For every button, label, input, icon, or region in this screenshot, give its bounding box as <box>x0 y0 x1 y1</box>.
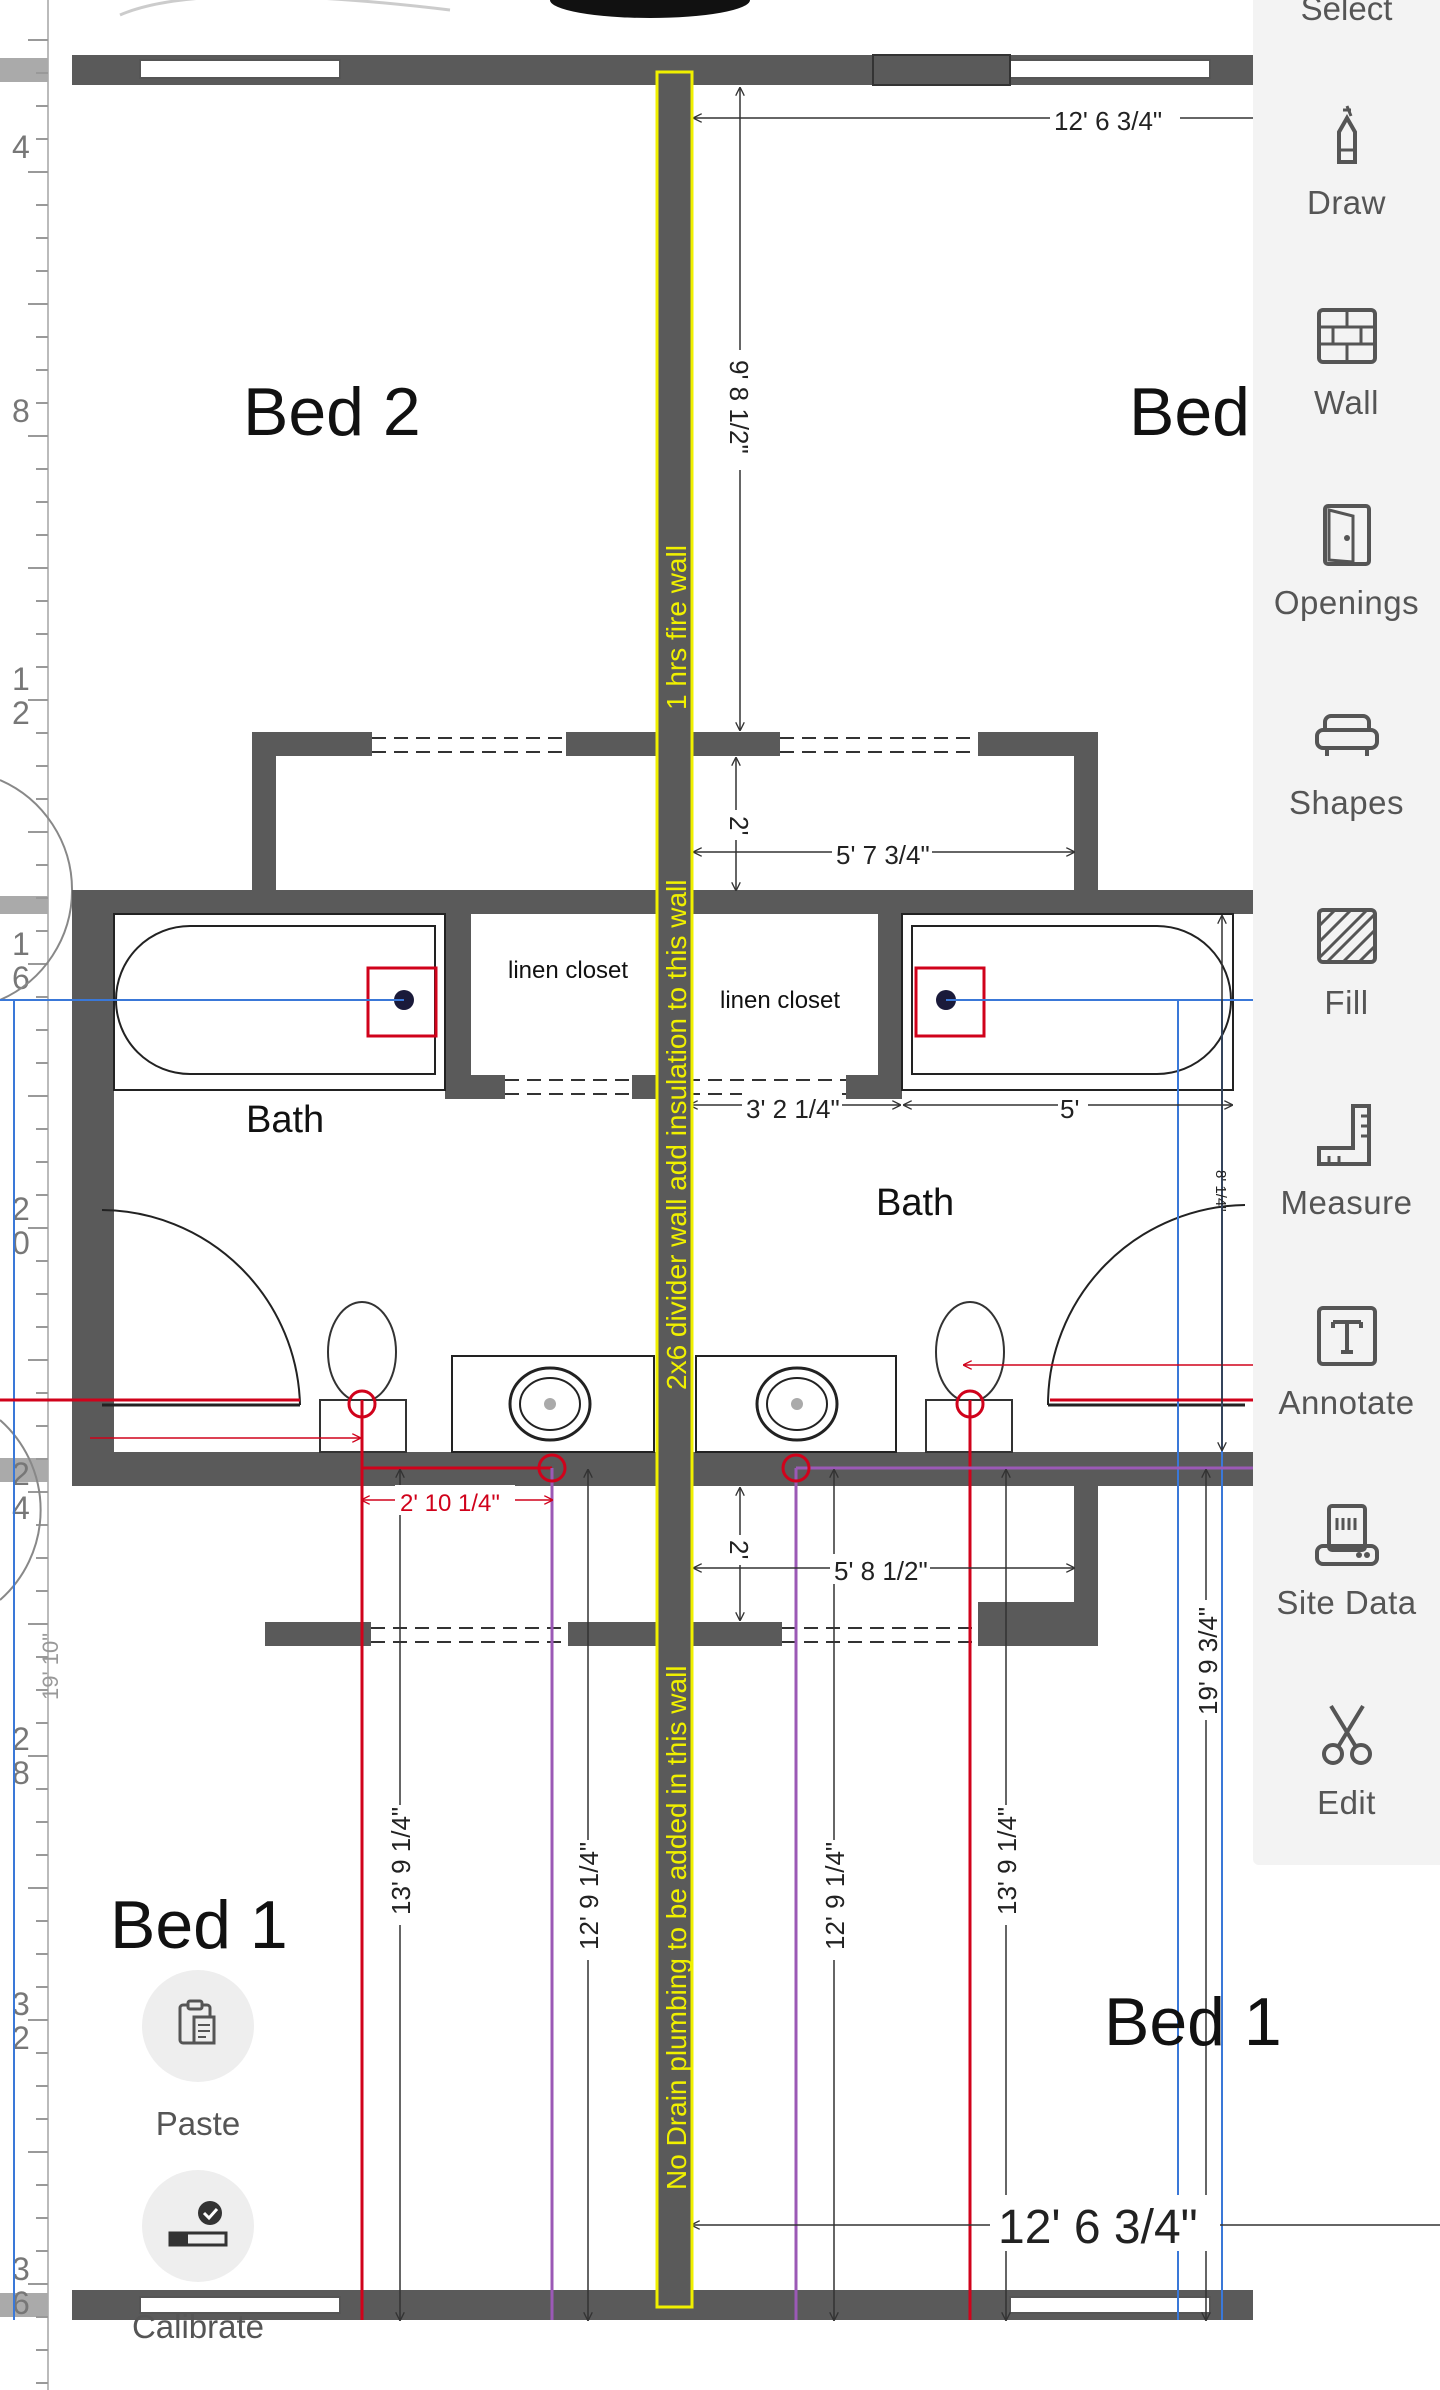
dim-v3: 12' 9 1/4" <box>820 1842 850 1950</box>
site-device-icon <box>1314 1504 1379 1566</box>
top-closet[interactable] <box>252 732 1098 896</box>
calibrate-label: Calibrate <box>131 2308 265 2345</box>
dim-toilet-offset: 2' 10 1/4" <box>400 1490 500 1517</box>
fire-wall-note: 1 hrs fire wall <box>661 545 692 710</box>
room-bed1-right: Bed 1 <box>1104 1984 1282 2060</box>
tool-annotate-label: Annotate <box>1278 1384 1415 1421</box>
door-swing-right[interactable] <box>1047 1204 1246 1406</box>
tool-palette: Select Draw Wall Openings Shapes Fill Me… <box>1253 0 1440 1865</box>
tool-measure[interactable]: Measure <box>1253 1080 1440 1260</box>
scissors-icon <box>1321 1704 1372 1765</box>
paste-label: Paste <box>155 2105 241 2142</box>
text-box-icon <box>1316 1306 1377 1366</box>
room-labels: Bed 2 Bed Bath Bath linen closet linen c… <box>110 374 1282 2060</box>
tool-shapes-label: Shapes <box>1289 784 1404 821</box>
tool-edit-label: Edit <box>1317 1784 1376 1821</box>
ruler-square-icon <box>1316 1104 1371 1166</box>
tool-fill[interactable]: Fill <box>1253 880 1440 1060</box>
room-bath-left: Bath <box>246 1099 324 1141</box>
dim-closet-width-bottom: 5' 8 1/2" <box>834 1556 928 1586</box>
brick-wall-icon <box>1316 308 1377 364</box>
ruler-label-4: 4 <box>12 129 30 165</box>
sofa-icon <box>1314 714 1379 756</box>
blue-guides <box>0 999 1253 2320</box>
tool-wall[interactable]: Wall <box>1253 280 1440 460</box>
tool-fill-label: Fill <box>1324 984 1369 1021</box>
pen-icon <box>1336 105 1357 164</box>
door-swing-left[interactable] <box>101 1209 301 1406</box>
plumbing-lines[interactable] <box>0 1365 1253 2320</box>
tool-site-data-label: Site Data <box>1276 1584 1417 1621</box>
calibrate-button[interactable] <box>142 2170 254 2282</box>
room-bed2: Bed 2 <box>243 374 421 450</box>
dim-bottom-width: 12' 6 3/4" <box>998 2201 1198 2254</box>
sink-left[interactable] <box>451 1355 655 1453</box>
room-linen-right: linen closet <box>720 987 840 1014</box>
exterior-wall-top[interactable] <box>72 54 1253 86</box>
dim-linen-width: 3' 2 1/4" <box>746 1094 840 1124</box>
clipboard-icon <box>176 1999 220 2054</box>
divider-wall[interactable]: 1 hrs fire wall 2x6 divider wall add ins… <box>655 70 694 2309</box>
tool-wall-label: Wall <box>1314 384 1379 421</box>
dimension-labels: 12' 6 3/4" 9' 8 1/2" 2' 5' 7 3/4" 3' 2 1… <box>385 100 1229 2254</box>
dim-closet-depth-bottom: 2' <box>724 1540 754 1559</box>
paste-button[interactable] <box>142 1970 254 2082</box>
room-bed1-left: Bed 1 <box>110 1887 288 1963</box>
tool-shapes[interactable]: Shapes <box>1253 680 1440 860</box>
tool-select[interactable]: Select <box>1300 0 1393 27</box>
room-bath-right: Bath <box>876 1182 954 1224</box>
tool-measure-label: Measure <box>1280 1184 1413 1221</box>
divider-wall-note: 2x6 divider wall add insulation to this … <box>661 880 692 1391</box>
dim-closet-depth-top: 2' <box>724 816 754 835</box>
dim-v4: 13' 9 1/4" <box>992 1807 1022 1915</box>
tool-draw-label: Draw <box>1306 184 1386 221</box>
dim-overall-depth: 19' 9 3/4" <box>1193 1607 1223 1715</box>
tool-draw[interactable]: Draw <box>1253 80 1440 260</box>
tool-edit[interactable]: Edit <box>1253 1680 1440 1860</box>
dim-v1: 13' 9 1/4" <box>386 1807 416 1915</box>
tool-site-data[interactable]: Site Data <box>1253 1480 1440 1660</box>
tool-openings[interactable]: Openings <box>1253 480 1440 660</box>
dim-bath-depth-small: 8' 1/4" <box>1212 1170 1229 1212</box>
ruler-label-8: 8 <box>12 393 30 429</box>
ruler-marker: 19' 10" <box>38 1633 63 1700</box>
hatch-fill-icon <box>1316 908 1377 964</box>
dim-tub-width: 5' <box>1060 1094 1079 1124</box>
tool-openings-label: Openings <box>1273 584 1420 621</box>
bathtub-right[interactable] <box>901 913 1234 1091</box>
room-linen-left: linen closet <box>508 957 628 984</box>
dim-v2: 12' 9 1/4" <box>574 1842 604 1950</box>
dim-bed2-depth: 9' 8 1/2" <box>724 360 754 454</box>
no-drain-note: No Drain plumbing to be added in this wa… <box>661 1665 692 2190</box>
sink-right[interactable] <box>695 1355 897 1453</box>
bathtub-left[interactable] <box>113 913 446 1091</box>
door-icon <box>1322 504 1371 566</box>
dim-top-width: 12' 6 3/4" <box>1054 106 1162 136</box>
room-bed-top-right: Bed <box>1129 374 1250 450</box>
calibrate-icon <box>166 2199 230 2254</box>
dim-closet-width-top: 5' 7 3/4" <box>836 840 930 870</box>
tool-annotate[interactable]: Annotate <box>1253 1280 1440 1460</box>
